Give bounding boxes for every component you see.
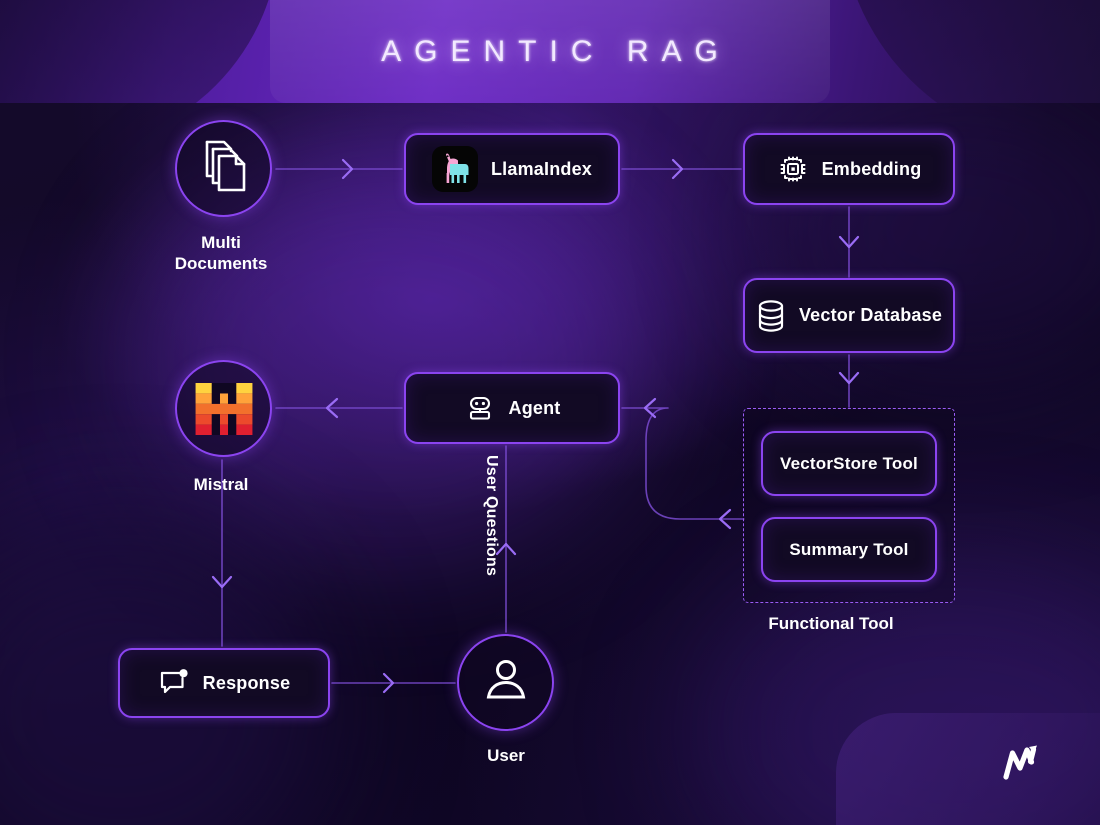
node-vector-database[interactable]: Vector Database — [743, 278, 955, 353]
database-icon — [756, 299, 786, 333]
node-user[interactable] — [457, 634, 554, 731]
node-label-vector-database: Vector Database — [798, 305, 943, 325]
node-label-embedding: Embedding — [821, 158, 922, 179]
llama-logo-icon — [431, 146, 478, 192]
node-label-summary-tool: Summary Tool — [789, 539, 909, 559]
chip-icon — [777, 153, 809, 185]
label-mistral: Mistral — [193, 475, 249, 494]
node-embedding[interactable]: Embedding — [743, 133, 955, 205]
robot-icon — [464, 392, 496, 424]
node-mistral[interactable] — [175, 360, 272, 457]
m-arrow-logo-icon — [1000, 741, 1044, 785]
node-summary-tool[interactable]: Summary Tool — [761, 517, 937, 582]
documents-icon — [198, 138, 250, 199]
label-multi-documents: Multi Documents — [174, 233, 268, 274]
node-label-response: Response — [202, 672, 291, 693]
node-label-llamaindex: LlamaIndex — [490, 158, 593, 179]
node-label-agent: Agent — [508, 397, 561, 418]
label-functional-tool: Functional Tool — [768, 614, 894, 633]
node-agent[interactable]: Agent — [404, 372, 620, 444]
chat-bubble-icon — [158, 668, 190, 698]
node-multi-documents[interactable] — [175, 120, 272, 217]
node-llamaindex[interactable]: LlamaIndex — [404, 133, 620, 205]
header-inner-panel — [270, 0, 830, 103]
page-title: AGENTIC RAG — [381, 34, 731, 68]
brand-panel — [836, 713, 1100, 825]
node-label-vectorstore-tool: VectorStore Tool — [780, 453, 918, 473]
edge-label-user-questions: User Questions — [483, 455, 500, 577]
header-band — [0, 0, 1100, 103]
mistral-logo-icon — [195, 382, 253, 435]
person-icon — [482, 655, 530, 710]
node-vectorstore-tool[interactable]: VectorStore Tool — [761, 431, 937, 496]
node-response[interactable]: Response — [118, 648, 330, 718]
label-user: User — [487, 746, 525, 765]
